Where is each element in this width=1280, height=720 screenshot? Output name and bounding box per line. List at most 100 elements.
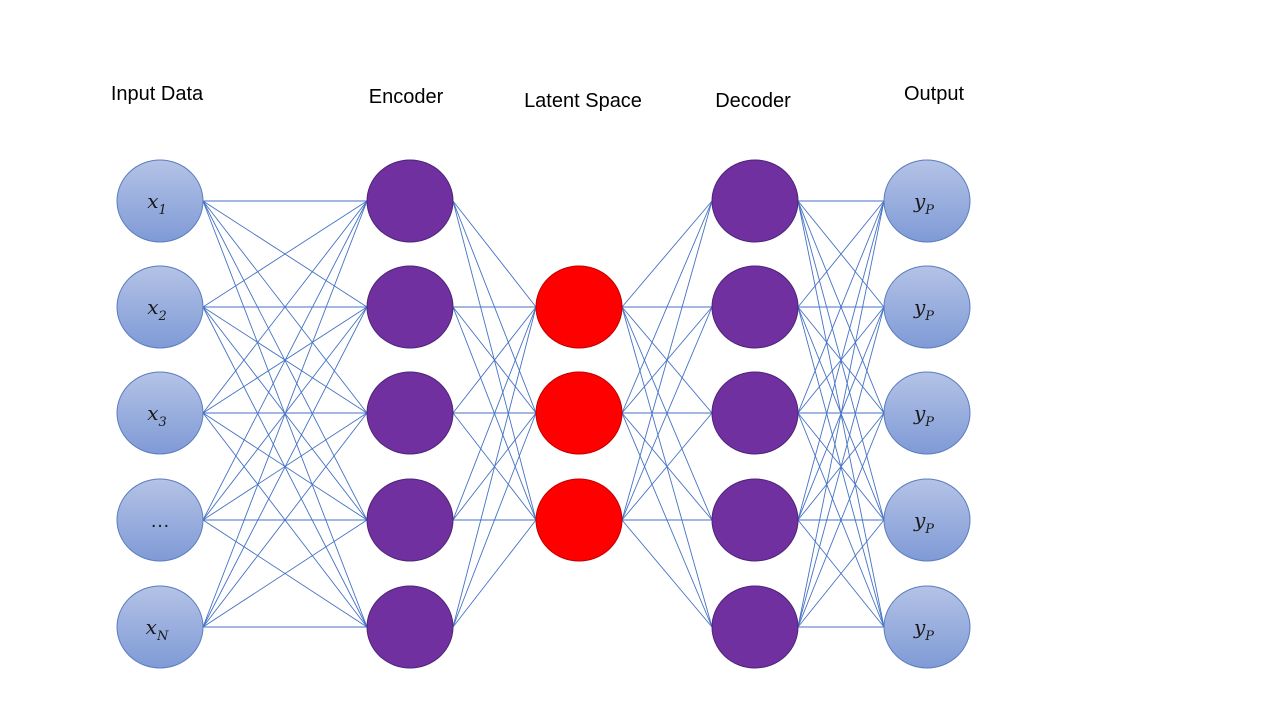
- input-node-circle: [116, 159, 204, 243]
- variable-symbol: y: [913, 189, 926, 213]
- edge-l1-n4-to-n2: [452, 519, 537, 628]
- edge-l2-n2-to-n1: [621, 306, 713, 521]
- edge-l2-n2-to-n2: [621, 412, 713, 521]
- edge-l1-n3-to-n0: [452, 306, 537, 521]
- input-node-circle: [116, 265, 204, 349]
- edge-l0-n4-to-n2: [202, 412, 368, 628]
- latent-node-3: [535, 478, 623, 562]
- variable-subscript: 1: [159, 203, 167, 218]
- variable-subscript: 3: [159, 415, 167, 430]
- input-node-5: xN: [116, 585, 204, 669]
- input-node-2: x2: [116, 265, 204, 349]
- hidden-node-2: [366, 265, 454, 349]
- hidden-node-1: [366, 159, 454, 243]
- hidden-node-circle: [366, 585, 454, 669]
- latent-node-circle: [535, 265, 623, 349]
- hidden-node-circle: [366, 159, 454, 243]
- edge-l3-n2-to-n0: [797, 200, 885, 414]
- edge-l1-n4-to-n0: [452, 306, 537, 628]
- input-node-label: x1: [147, 189, 167, 218]
- input-node-label: xN: [146, 615, 169, 644]
- output-node-label: yP: [913, 189, 934, 218]
- output-node-4: yP: [883, 478, 971, 562]
- variable-subscript: P: [924, 309, 934, 324]
- edge-l2-n2-to-n0: [621, 200, 713, 521]
- input-node-circle: [116, 478, 204, 562]
- variable-subscript: P: [924, 522, 934, 537]
- hidden-node-5: [366, 585, 454, 669]
- hidden-node-circle: [711, 371, 799, 455]
- output-node-circle: [883, 478, 971, 562]
- edge-l0-n4-to-n3: [202, 519, 368, 628]
- hidden-node-5: [711, 585, 799, 669]
- edge-l3-n4-to-n1: [797, 306, 885, 628]
- output-node-2: yP: [883, 265, 971, 349]
- edge-l3-n4-to-n2: [797, 412, 885, 628]
- output-node-circle: [883, 265, 971, 349]
- output-node-3: yP: [883, 371, 971, 455]
- edge-l1-n2-to-n0: [452, 306, 537, 414]
- input-node-circle: [116, 371, 204, 455]
- hidden-node-3: [711, 371, 799, 455]
- edge-l0-n4-to-n1: [202, 306, 368, 628]
- variable-symbol: y: [913, 295, 926, 319]
- hidden-node-circle: [366, 371, 454, 455]
- hidden-node-circle: [711, 159, 799, 243]
- output-node-1: yP: [883, 159, 971, 243]
- edge-l0-n2-to-n0: [202, 200, 368, 414]
- hidden-node-4: [711, 478, 799, 562]
- input-node-4: …: [116, 478, 204, 562]
- input-node-label: x2: [147, 295, 167, 324]
- latent-node-circle: [535, 371, 623, 455]
- output-node-circle: [883, 585, 971, 669]
- edge-l3-n1-to-n0: [797, 200, 885, 308]
- output-node-label: yP: [913, 401, 934, 430]
- variable-subscript: N: [156, 629, 169, 644]
- variable-subscript: P: [924, 203, 934, 218]
- edge-l0-n1-to-n0: [202, 200, 368, 308]
- edge-l1-n4-to-n1: [452, 412, 537, 628]
- input-node-1: x1: [116, 159, 204, 243]
- hidden-node-circle: [366, 478, 454, 562]
- edge-l2-n0-to-n0: [621, 200, 713, 308]
- edge-l3-n4-to-n0: [797, 200, 885, 628]
- layer-title-output: Output: [904, 83, 964, 105]
- layer-title-input: Input Data: [111, 83, 204, 105]
- edge-l2-n1-to-n0: [621, 200, 713, 414]
- latent-node-circle: [535, 478, 623, 562]
- variable-symbol: y: [913, 508, 926, 532]
- connection-lines: [202, 200, 885, 628]
- layer-title-hidden: Decoder: [715, 90, 791, 112]
- layer-title-latent: Latent Space: [524, 90, 642, 112]
- hidden-node-circle: [366, 265, 454, 349]
- variable-subscript: 2: [158, 309, 167, 324]
- hidden-node-circle: [711, 265, 799, 349]
- hidden-node-2: [711, 265, 799, 349]
- variable-symbol: y: [913, 401, 926, 425]
- edge-l2-n2-to-n4: [621, 519, 713, 628]
- output-node-label: yP: [913, 295, 934, 324]
- variable-subscript: P: [924, 629, 934, 644]
- hidden-node-4: [366, 478, 454, 562]
- output-node-5: yP: [883, 585, 971, 669]
- output-node-circle: [883, 159, 971, 243]
- hidden-node-3: [366, 371, 454, 455]
- edge-l0-n3-to-n0: [202, 200, 368, 521]
- variable-symbol: x: [146, 615, 157, 639]
- edge-l1-n0-to-n0: [452, 200, 537, 308]
- variable-subscript: P: [924, 415, 934, 430]
- latent-node-2: [535, 371, 623, 455]
- edge-l3-n4-to-n3: [797, 519, 885, 628]
- variable-symbol: x: [147, 401, 158, 425]
- variable-symbol: x: [147, 189, 158, 213]
- output-node-label: yP: [913, 508, 934, 537]
- input-node-circle: [116, 585, 204, 669]
- latent-node-1: [535, 265, 623, 349]
- input-node-label: x3: [147, 401, 167, 430]
- hidden-node-circle: [711, 478, 799, 562]
- edge-l0-n4-to-n0: [202, 200, 368, 628]
